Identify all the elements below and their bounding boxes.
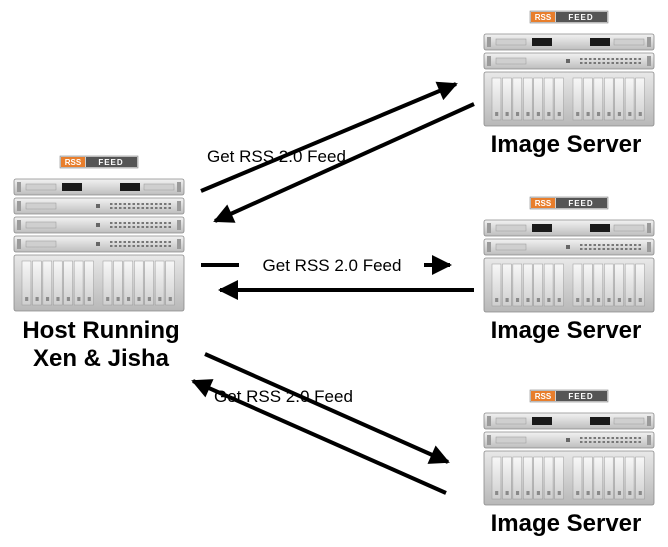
server-unit xyxy=(13,197,185,215)
feed-badge-label: FEED xyxy=(568,199,593,208)
rss-feed-badge-icon: RSS FEED xyxy=(529,10,609,24)
server-unit xyxy=(13,178,185,196)
storage-base xyxy=(483,71,655,127)
server-unit xyxy=(483,33,655,51)
edge-label: Get RSS 2.0 Feed xyxy=(207,147,346,166)
host-title-line-2: Xen & Jisha xyxy=(33,345,170,372)
rss-badge-label: RSS xyxy=(535,13,552,22)
server-unit xyxy=(483,238,655,256)
edge-host-server-3: Get RSS 2.0 Feed xyxy=(191,352,450,495)
request-arrow xyxy=(200,81,458,193)
response-arrow xyxy=(191,379,447,495)
storage-base xyxy=(483,257,655,313)
image-server-title: Image Server xyxy=(491,317,642,344)
response-arrow xyxy=(213,102,475,223)
rack-server-icon xyxy=(483,412,655,506)
image-server-node-2: RSS FEED Image Server xyxy=(483,196,655,344)
request-arrow xyxy=(204,352,450,464)
edge-label: Get RSS 2.0 Feed xyxy=(214,387,353,406)
host-title-line-1: Host Running xyxy=(22,317,179,344)
storage-base xyxy=(13,254,185,312)
server-unit xyxy=(13,235,185,253)
image-server-node-3: RSS FEED Image Server xyxy=(483,389,655,537)
rss-feed-badge-icon: RSS FEED xyxy=(529,196,609,210)
rss-feed-badge-icon: RSS FEED xyxy=(529,389,609,403)
image-server-node-1: RSS FEED Image Server xyxy=(483,10,655,158)
rss-badge-label: RSS xyxy=(65,158,82,167)
storage-base xyxy=(483,450,655,506)
server-unit xyxy=(13,216,185,234)
feed-badge-label: FEED xyxy=(568,392,593,401)
server-unit xyxy=(483,52,655,70)
rack-server-icon xyxy=(483,219,655,313)
feed-badge-label: FEED xyxy=(98,158,123,167)
server-unit xyxy=(483,412,655,430)
image-server-title: Image Server xyxy=(491,131,642,158)
server-unit xyxy=(483,219,655,237)
image-server-title: Image Server xyxy=(491,510,642,537)
rss-badge-label: RSS xyxy=(535,392,552,401)
edge-host-server-2: Get RSS 2.0 Feed xyxy=(201,255,474,300)
edge-label: Get RSS 2.0 Feed xyxy=(263,256,402,275)
rack-server-icon xyxy=(483,33,655,127)
rack-server-icon xyxy=(13,178,185,312)
rss-badge-label: RSS xyxy=(535,199,552,208)
rss-feed-badge-icon: RSS FEED xyxy=(59,155,139,169)
server-unit xyxy=(483,431,655,449)
host-node: RSS FEED Host Running Xen & Jisha xyxy=(13,155,185,372)
feed-badge-label: FEED xyxy=(568,13,593,22)
edge-host-server-1: Get RSS 2.0 Feed xyxy=(200,81,475,223)
